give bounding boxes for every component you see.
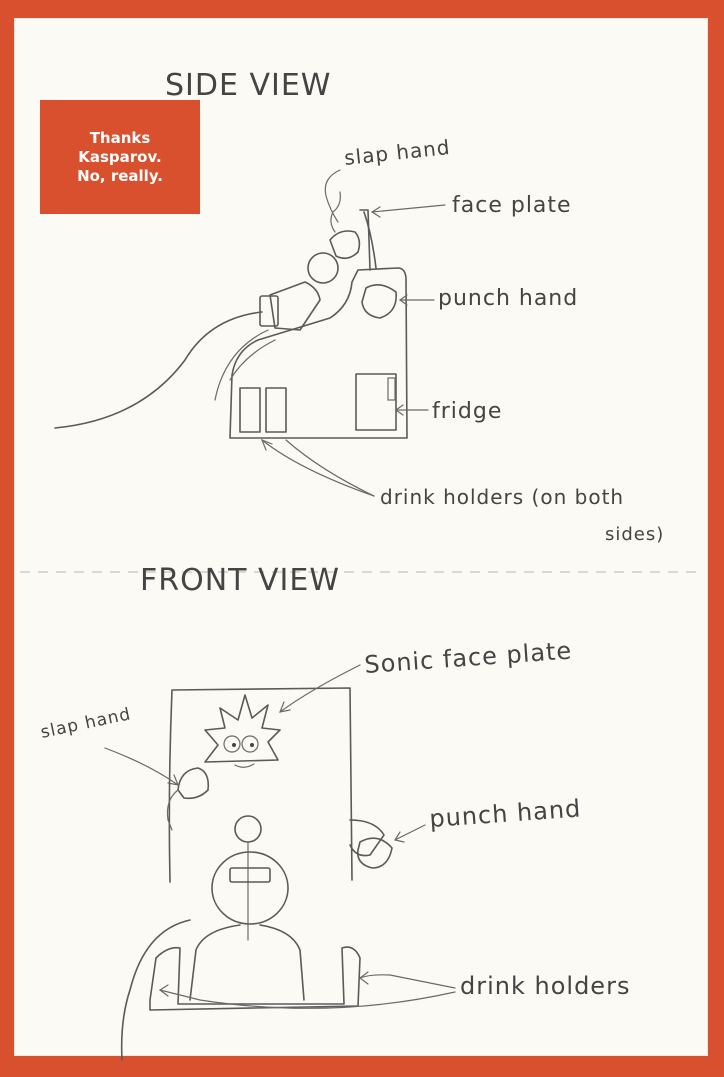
front-drink-holders-label: drink holders [460,972,630,1000]
front-sonic-face-plate-label: Sonic face plate [363,637,573,679]
side-fridge-label: fridge [432,399,502,424]
side-drink-holders-label-1: drink holders (on both [380,485,624,509]
front-view-chair [122,688,392,1060]
side-punch-hand-label: punch hand [438,286,578,311]
side-face-plate-label: face plate [452,193,572,218]
side-view-title: SIDE VIEW [165,68,331,103]
front-view-title: FRONT VIEW [140,563,340,598]
side-slap-hand-label: slap hand [343,135,452,170]
side-view-chair [55,192,407,438]
side-view-arrows [262,170,445,496]
side-drink-holders-label-2: sides) [605,524,664,545]
front-punch-hand-label: punch hand [428,794,582,833]
front-slap-hand-label: slap hand [39,704,133,743]
